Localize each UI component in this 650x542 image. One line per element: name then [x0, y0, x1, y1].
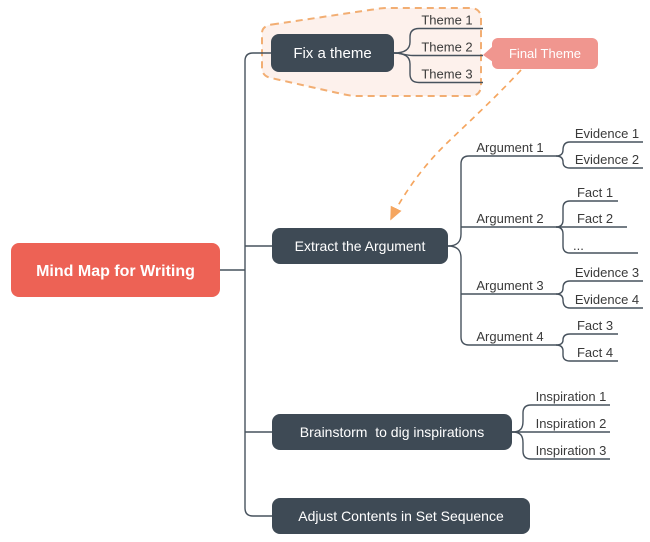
root-topic-box[interactable]	[11, 243, 220, 297]
topic-adjust-contents-box[interactable]	[272, 498, 530, 534]
connector-evidence-2	[555, 155, 643, 169]
connector-theme-1	[393, 27, 483, 54]
root-topic-label: Mind Map for Writing	[36, 263, 195, 280]
topic-extract-argument-box[interactable]	[272, 228, 448, 264]
connector-inspiration-1	[511, 404, 610, 433]
topic-extract-argument[interactable]: Extract the Argument	[272, 228, 448, 264]
subtopic-ellipsis[interactable]: ...	[573, 238, 584, 253]
connector-theme-3	[393, 52, 483, 84]
connector-argument-4	[447, 245, 556, 346]
topic-fix-a-theme[interactable]: Fix a theme	[271, 34, 394, 72]
subtopic-argument-1[interactable]: Argument 1	[476, 140, 543, 155]
topic-adjust-contents-label: Adjust Contents in Set Sequence	[298, 508, 504, 524]
subtopic-argument-2[interactable]: Argument 2	[476, 211, 543, 226]
topic-fix-a-theme-box[interactable]	[271, 34, 394, 72]
topic-fix-a-theme-label: Fix a theme	[293, 45, 371, 62]
connector-group	[220, 27, 643, 517]
subtopic-inspiration-3[interactable]: Inspiration 3	[536, 443, 607, 458]
subtopic-evidence-1[interactable]: Evidence 1	[575, 126, 639, 141]
topic-extract-argument-label: Extract the Argument	[295, 238, 426, 254]
connector-inspiration-3	[511, 431, 610, 460]
topic-brainstorm[interactable]: Brainstorm to dig inspirations	[272, 414, 512, 450]
callout-label: Final Theme	[509, 46, 581, 61]
subtopic-inspiration-1[interactable]: Inspiration 1	[536, 389, 607, 404]
topic-brainstorm-label: Brainstorm to dig inspirations	[300, 424, 484, 440]
connector-trunk-fix	[244, 52, 271, 270]
subtopic-fact-2[interactable]: Fact 2	[577, 211, 613, 226]
root-topic[interactable]: Mind Map for Writing	[11, 243, 220, 297]
subtopic-fact-4[interactable]: Fact 4	[577, 345, 613, 360]
connector-fact-4	[555, 344, 618, 362]
final-theme-callout[interactable]: Final Theme	[483, 38, 598, 69]
connector-trunk-adjust	[244, 270, 272, 517]
subtopic-fact-1[interactable]: Fact 1	[577, 185, 613, 200]
callout-tail	[483, 46, 493, 62]
topic-adjust-contents[interactable]: Adjust Contents in Set Sequence	[272, 498, 530, 534]
connector-ellipsis-row	[555, 226, 638, 254]
subtopic-evidence-2[interactable]: Evidence 2	[575, 152, 639, 167]
theme-to-argument-arrow	[390, 69, 522, 221]
connector-fact-3	[555, 333, 618, 346]
subtopic-theme-1[interactable]: Theme 1	[421, 13, 472, 28]
subtopic-argument-3[interactable]: Argument 3	[476, 278, 543, 293]
connector-evidence-4	[555, 293, 643, 309]
connector-evidence-3	[555, 280, 643, 295]
subtopic-fact-3[interactable]: Fact 3	[577, 318, 613, 333]
callout-box[interactable]	[492, 38, 598, 69]
topic-brainstorm-box[interactable]	[272, 414, 512, 450]
subtopic-theme-3[interactable]: Theme 3	[421, 67, 472, 82]
connector-argument-1	[447, 155, 556, 247]
subtopic-theme-2[interactable]: Theme 2	[421, 40, 472, 55]
subtopic-evidence-3[interactable]: Evidence 3	[575, 265, 639, 280]
subtopic-evidence-4[interactable]: Evidence 4	[575, 292, 639, 307]
subtopic-argument-4[interactable]: Argument 4	[476, 329, 543, 344]
connector-evidence-1	[555, 141, 643, 157]
connector-fact-1	[555, 200, 618, 228]
subtopic-inspiration-2[interactable]: Inspiration 2	[536, 416, 607, 431]
